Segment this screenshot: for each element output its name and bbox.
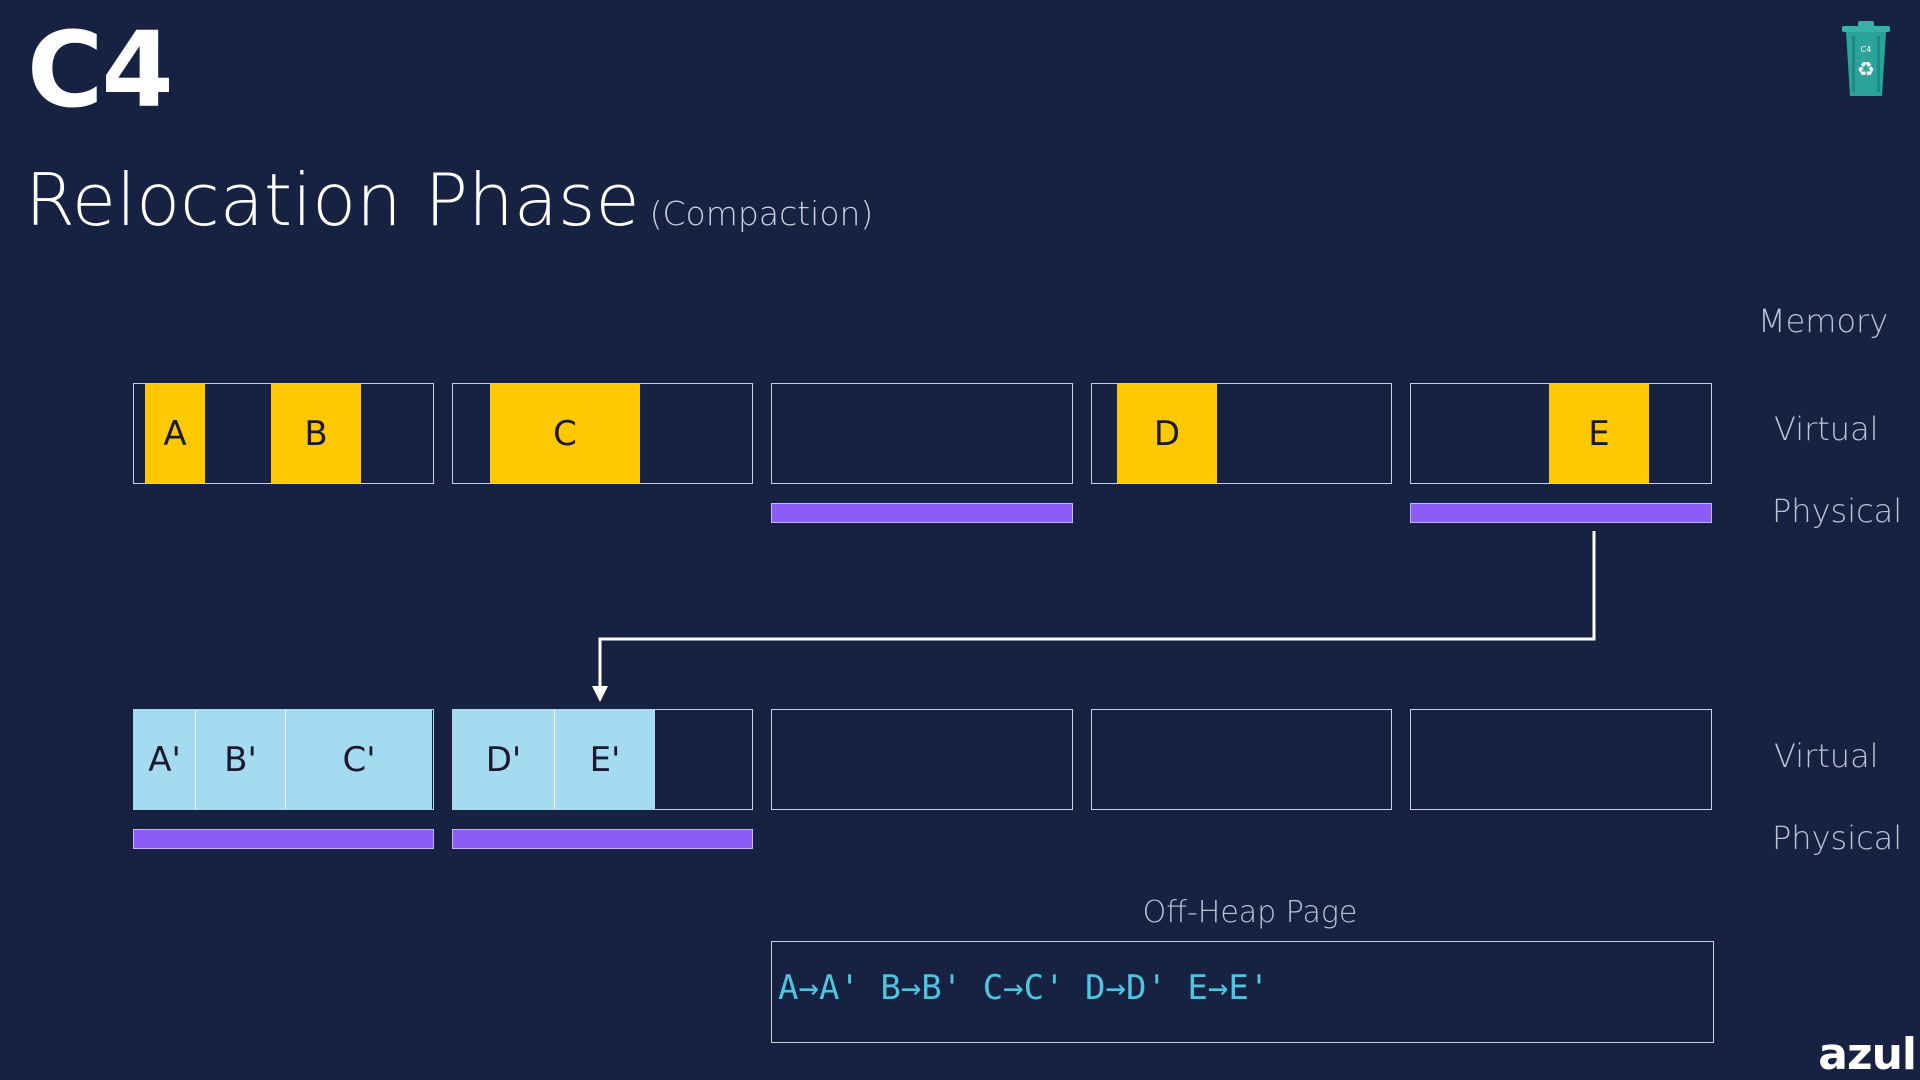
object-a-prime: A'	[134, 710, 195, 809]
offheap-page: A→A' B→B' C→C' D→D' E→E'	[771, 941, 1714, 1043]
object-c-prime: C'	[285, 710, 432, 809]
azul-logo: azul	[1818, 1029, 1917, 1080]
title-main: Relocation Phase	[25, 158, 640, 242]
object-b-prime: B'	[195, 710, 285, 809]
top-virtual-page-1: A B	[133, 383, 434, 484]
physical-label-bottom: Physical	[1772, 819, 1903, 857]
recycle-bin-icon: C4 ♻	[1838, 20, 1894, 100]
bottom-physical-page-1	[133, 829, 434, 849]
bottom-virtual-page-5	[1410, 709, 1712, 810]
bottom-virtual-page-2: D' E'	[452, 709, 753, 810]
top-virtual-page-3	[771, 383, 1073, 484]
object-e: E	[1549, 384, 1649, 483]
object-d-prime: D'	[453, 710, 554, 809]
svg-text:C4: C4	[1861, 45, 1872, 54]
bottom-virtual-page-1: A' B' C'	[133, 709, 434, 810]
top-physical-page-3	[771, 503, 1073, 523]
bottom-physical-page-2	[452, 829, 753, 849]
object-c: C	[490, 384, 640, 483]
top-physical-page-5	[1410, 503, 1712, 523]
object-a: A	[145, 384, 205, 483]
object-e-prime: E'	[554, 710, 655, 809]
top-virtual-page-4: D	[1091, 383, 1392, 484]
virtual-label-top: Virtual	[1774, 410, 1879, 448]
physical-label-top: Physical	[1772, 492, 1903, 530]
slide-title: Relocation Phase(Compaction)	[25, 155, 873, 259]
svg-text:♻: ♻	[1857, 57, 1875, 81]
virtual-label-bottom: Virtual	[1774, 737, 1879, 775]
bottom-virtual-page-4	[1091, 709, 1392, 810]
offheap-page-label: Off-Heap Page	[1142, 895, 1358, 930]
memory-label: Memory	[1758, 302, 1889, 340]
forwarding-table: A→A' B→B' C→C' D→D' E→E'	[778, 968, 1270, 1008]
c4-logo: C4	[27, 9, 174, 131]
object-d: D	[1117, 384, 1217, 483]
top-virtual-page-2: C	[452, 383, 753, 484]
bottom-virtual-page-3	[771, 709, 1073, 810]
object-b: B	[271, 384, 361, 483]
title-subtitle: (Compaction)	[649, 194, 874, 233]
top-virtual-page-5: E	[1410, 383, 1712, 484]
